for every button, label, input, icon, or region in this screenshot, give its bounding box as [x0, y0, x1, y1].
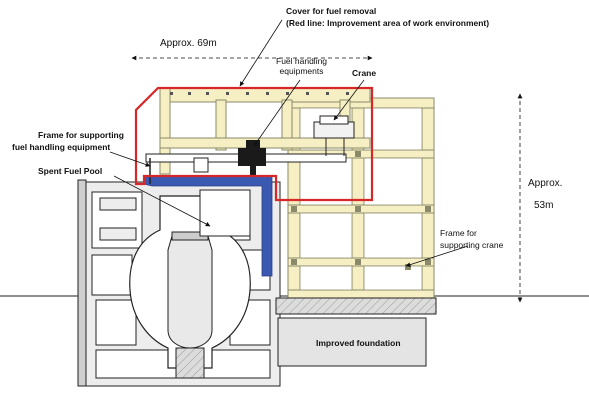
cover-title-label: Cover for fuel removal: [286, 6, 377, 16]
trolley-small: [193, 157, 209, 173]
fuel-removal-cover-outline: [134, 86, 374, 202]
frame-fuel-label-line1: Frame for supporting: [38, 130, 124, 140]
width-dimension-label: Approx. 69m: [160, 38, 217, 49]
cover-frame-dots: [170, 92, 349, 95]
leader-spent-fuel-pool: [113, 175, 211, 227]
spent-fuel-pool-label: Spent Fuel Pool: [38, 166, 103, 176]
foundation-label: Improved foundation: [316, 338, 401, 348]
crane-label: Crane: [352, 68, 377, 78]
fuel-handling-label: Fuel handling equipments: [276, 56, 328, 76]
spent-fuel-pool: [199, 189, 251, 237]
fuel-handling-equipment: [238, 140, 266, 176]
improved-foundation-slab: [275, 297, 437, 315]
leader-crane: [333, 79, 365, 121]
leader-fuel-handling: [253, 79, 301, 147]
frame-crane-label-line1: Frame for: [440, 228, 477, 238]
frame-fuel-label-line2: fuel handling equipment: [12, 142, 111, 152]
leader-frame-crane: [405, 245, 469, 267]
pressure-vessel: [167, 235, 213, 349]
height-dimension-label-line2: 53m: [534, 200, 554, 211]
height-dimension-label-line1: Approx.: [528, 178, 563, 189]
leader-frame-fuel: [109, 151, 151, 167]
crane-frame-nodes: [291, 151, 431, 270]
leader-cover: [239, 19, 283, 87]
cover-note-label: (Red line: Improvement area of work envi…: [286, 18, 490, 28]
pedestal: [175, 347, 205, 379]
frame-crane-label-line2: supporting crane: [440, 240, 504, 250]
improved-foundation-box: [277, 317, 427, 367]
reactor-annex: [77, 179, 87, 387]
